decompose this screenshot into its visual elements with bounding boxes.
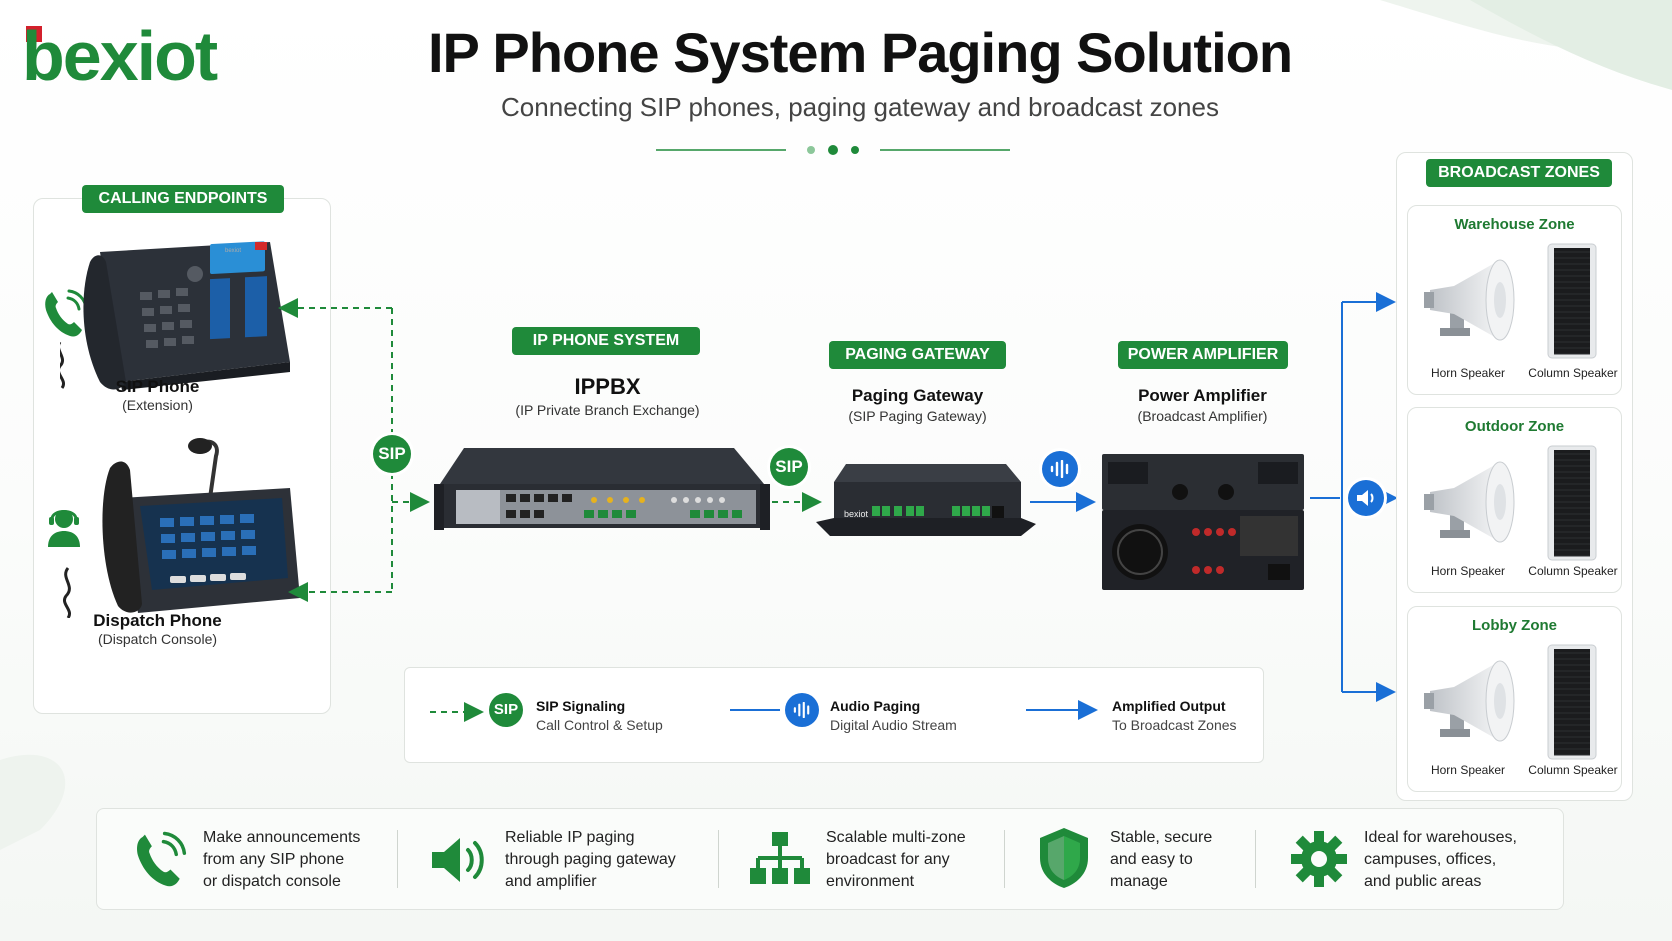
audio-stream-badge (1042, 451, 1078, 487)
dispatch-phone-subtitle: (Dispatch Console) (97, 631, 218, 647)
legend-sip-badge: SIP (489, 693, 523, 727)
horn-speaker-icon (1424, 461, 1515, 543)
feature-divider (1255, 830, 1256, 888)
amplifier-subtitle: (Broadcast Amplifier) (1137, 408, 1268, 424)
broadcast-zones-label: BROADCAST ZONES (1426, 159, 1612, 187)
paging-gateway-device: bexiot (816, 464, 1036, 536)
column-speaker (1546, 242, 1598, 360)
headset-operator-icon (48, 510, 80, 547)
logo-text: bexiot (22, 17, 218, 95)
column-speaker-icon (1547, 243, 1597, 359)
audio-wave-icon (793, 702, 810, 718)
gateway-title: Paging Gateway (851, 386, 984, 405)
speaker-icon (432, 838, 484, 882)
legend-audio-sub: Digital Audio Stream (830, 717, 957, 733)
shield-icon (1040, 828, 1088, 888)
title-divider (656, 145, 1010, 155)
calling-endpoints-label: CALLING ENDPOINTS (82, 185, 284, 213)
speaker-icon (1357, 490, 1374, 506)
sip-badge-gateway: SIP (770, 448, 808, 486)
ippbx-device (434, 448, 770, 530)
gateway-subtitle: (SIP Paging Gateway) (848, 408, 987, 424)
gear-icon (1291, 831, 1347, 887)
amplifier-label: POWER AMPLIFIER (1118, 341, 1288, 369)
legend-output-title: Amplified Output (1112, 698, 1226, 714)
feature-divider (1004, 830, 1005, 888)
page-subtitle: Connecting SIP phones, paging gateway an… (501, 92, 1219, 122)
speaker-output-badge (1348, 480, 1384, 516)
sip-phone-device: bexiot (60, 241, 290, 390)
ippbx-label: IP PHONE SYSTEM (512, 327, 700, 355)
gateway-brand: bexiot (844, 509, 869, 519)
sip-phone-title: SIP Phone (115, 377, 200, 396)
ippbx-subtitle: (IP Private Branch Exchange) (515, 402, 700, 418)
legend-audio-badge (785, 693, 819, 727)
ippbx-title: IPPBX (574, 374, 641, 399)
logo-accent (26, 26, 42, 42)
sip-phone-brand: bexiot (225, 248, 241, 254)
legend-panel (404, 667, 1264, 763)
horn-speaker-icon (1424, 660, 1515, 742)
column-speaker-label: Column Speaker (1528, 763, 1618, 777)
network-tree-icon (750, 832, 810, 884)
power-amplifier-device (1102, 454, 1304, 590)
page-title: IP Phone System Paging Solution (427, 21, 1293, 84)
horn-speaker (1420, 651, 1520, 751)
horn-speaker-label: Horn Speaker (1430, 564, 1506, 578)
feature-divider (397, 830, 398, 888)
legend-sip-title: SIP Signaling (536, 698, 626, 714)
legend-lines (430, 700, 1098, 722)
sip-badge-endpoints: SIP (373, 435, 411, 473)
feature-text-ideal: Ideal for warehouses,campuses, offices,a… (1364, 829, 1517, 890)
legend-output-sub: To Broadcast Zones (1112, 717, 1237, 733)
sip-phone-subtitle: (Extension) (122, 397, 193, 413)
phone-ringing-icon (137, 831, 187, 887)
legend-audio-title: Audio Paging (830, 698, 921, 714)
legend-sip-sub: Call Control & Setup (536, 717, 663, 733)
zone-title: Warehouse Zone (1454, 216, 1575, 233)
gateway-label: PAGING GATEWAY (829, 341, 1006, 369)
zone-title: Lobby Zone (1472, 617, 1557, 634)
audio-wave-icon (1050, 460, 1069, 478)
horn-speaker-label: Horn Speaker (1430, 366, 1506, 380)
column-speaker-label: Column Speaker (1528, 564, 1618, 578)
feature-divider (718, 830, 719, 888)
column-speaker-icon (1547, 445, 1597, 561)
horn-speaker-icon (1424, 259, 1515, 341)
amplifier-title: Power Amplifier (1138, 386, 1267, 405)
column-speaker (1546, 444, 1598, 562)
zone-title: Outdoor Zone (1464, 418, 1565, 435)
column-speaker-label: Column Speaker (1528, 366, 1618, 380)
horn-speaker (1420, 250, 1520, 350)
dispatch-phone-device (63, 438, 300, 618)
horn-speaker (1420, 452, 1520, 552)
column-speaker (1546, 643, 1598, 761)
brand-logo: bexiot (22, 17, 262, 95)
dispatch-phone-title: Dispatch Phone (93, 611, 222, 630)
horn-speaker-label: Horn Speaker (1430, 763, 1506, 777)
column-speaker-icon (1547, 644, 1597, 760)
